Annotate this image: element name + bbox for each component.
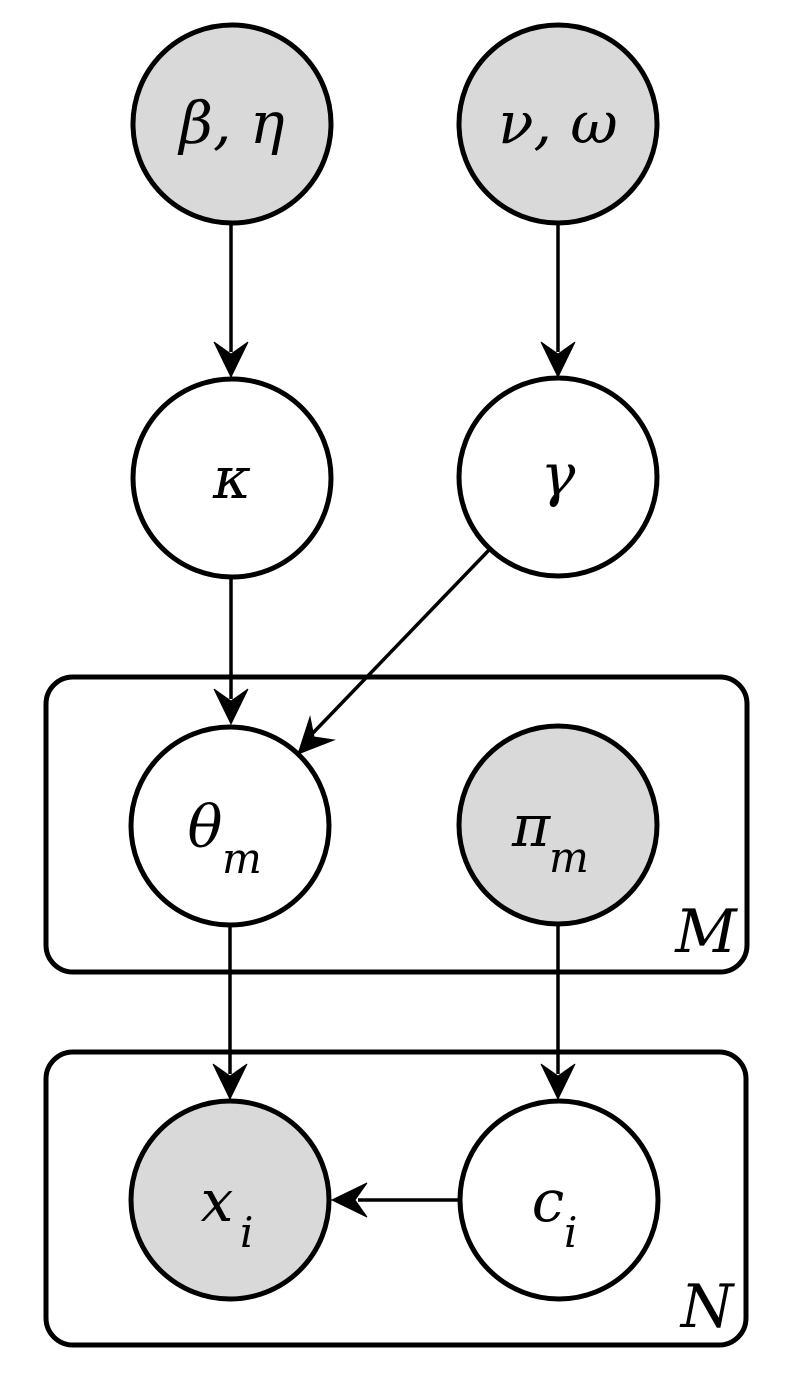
label-x-main: x (201, 1167, 234, 1235)
plate-m-label: M (674, 897, 738, 967)
plate-n-label: N (679, 1272, 736, 1342)
plate-n-rect (43, 1049, 749, 1348)
label-theta-main: θ (188, 793, 223, 861)
arrowhead-into-kappa (213, 341, 249, 379)
node-kappa (130, 376, 334, 580)
label-gamma: γ (541, 441, 576, 509)
label-c-sub: i (564, 1208, 577, 1257)
label-pi-sub: m (549, 833, 589, 882)
arrowhead-into-gamma (540, 341, 576, 379)
node-x-i (128, 1098, 332, 1302)
arrowhead-into-x-i-top (212, 1063, 248, 1101)
arrowhead-kappa-into-theta-m (213, 688, 249, 726)
node-pi-m (456, 723, 660, 927)
edge-gamma-to-theta-m (310, 548, 491, 736)
node-beta-eta (130, 22, 334, 226)
arrowhead-into-c-i (540, 1063, 576, 1101)
label-beta-eta: β, η (177, 89, 284, 157)
node-c-i (457, 1098, 661, 1302)
plate-m-rect (43, 674, 750, 975)
node-gamma (456, 375, 660, 579)
label-nu-omega: ν, ω (498, 89, 617, 157)
label-x-sub: i (240, 1208, 253, 1257)
arrowhead-gamma-into-theta-m (297, 715, 336, 755)
node-nu-omega (456, 22, 660, 226)
label-c-main: c (532, 1167, 564, 1235)
node-theta-m (128, 724, 332, 928)
label-kappa: κ (212, 444, 251, 512)
arrowhead-c-i-into-x-i (330, 1182, 368, 1218)
label-theta-sub: m (222, 834, 262, 883)
label-pi-main: π (511, 792, 551, 860)
